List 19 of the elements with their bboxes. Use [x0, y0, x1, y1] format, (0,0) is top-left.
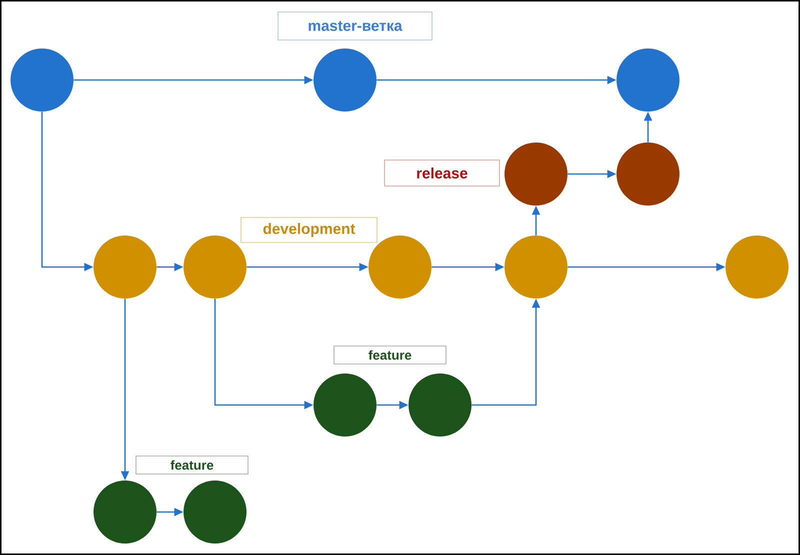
commit-circle	[368, 236, 432, 298]
branch-label: master-ветка	[278, 12, 432, 40]
commit-circle	[184, 236, 246, 298]
commit-circle	[94, 480, 156, 544]
commit-circle	[314, 48, 376, 112]
commit-circle	[314, 374, 376, 436]
commit-circle	[94, 236, 156, 298]
branch-label: feature	[334, 346, 446, 364]
commit-circle	[504, 236, 568, 298]
branch-label: development	[240, 217, 378, 243]
commit-circle	[616, 142, 680, 206]
branch-label: release	[384, 160, 500, 186]
commit-circle	[616, 48, 680, 112]
commit-circle	[10, 48, 74, 112]
commit-circle	[184, 480, 246, 544]
commit-circle	[726, 236, 788, 298]
commit-circle	[408, 374, 472, 436]
branch-label: feature	[136, 456, 248, 474]
commit-circle	[504, 142, 568, 206]
